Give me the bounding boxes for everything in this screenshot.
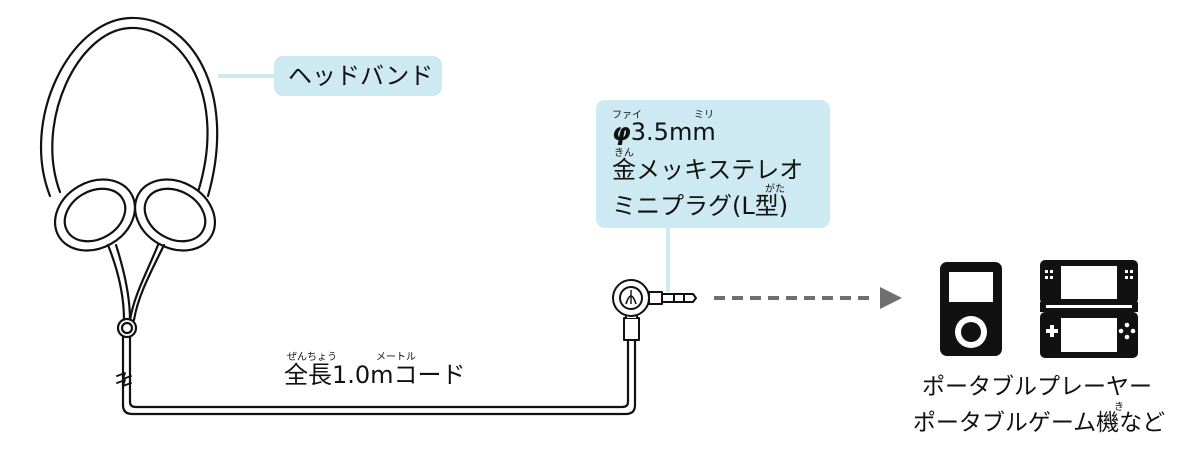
plug-spec-line1: φ3.5mm [612, 117, 716, 147]
portable-game-console-icon [1040, 260, 1138, 358]
ruby-fai: ファイ [612, 110, 642, 121]
plug-spec-line3: ミニプラグ(L型) [612, 192, 789, 220]
left-ear-cup [53, 178, 137, 252]
right-ear-cup [133, 178, 217, 252]
cord-length-label: 全長1.0mコード [284, 361, 466, 389]
connection-arrow [714, 287, 902, 309]
ruby-miri: ミリ [694, 110, 714, 121]
l-plug-illustration [612, 279, 697, 341]
ruby-ki: き [1114, 402, 1124, 413]
headband-callout [274, 56, 442, 96]
cord-splitter [116, 317, 138, 339]
devices-label-line2: ポータブルゲーム機など [912, 410, 1166, 436]
devices-label-line1: ポータブルプレーヤー [922, 374, 1152, 400]
plug-callout [596, 100, 830, 228]
ruby-zenchou: ぜんちょう [287, 352, 337, 363]
headphones-illustration [40, 16, 637, 416]
ruby-gata: がた [765, 184, 785, 195]
plug-spec-line2: 金メッキステレオ [612, 156, 804, 184]
headband [40, 16, 219, 198]
phi-symbol: φ [612, 118, 631, 146]
ruby-meetoru: メートル [376, 352, 416, 363]
headband-label: ヘッドバンド [288, 62, 434, 90]
portable-player-icon [940, 262, 1002, 356]
ruby-kin: きん [614, 148, 634, 159]
plug-size: 3.5mm [630, 118, 716, 146]
